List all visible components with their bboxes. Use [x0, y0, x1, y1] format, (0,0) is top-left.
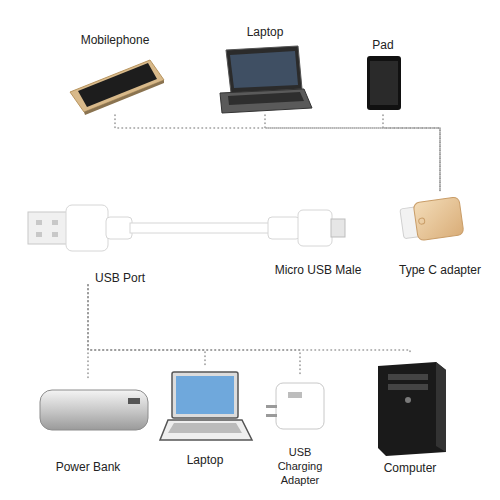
device-node: USB Charging Adapter: [262, 375, 338, 475]
usb-a-hole: [36, 220, 42, 225]
dotted-connector: [87, 285, 89, 378]
device-label: Computer: [365, 461, 455, 475]
device-node: Pad: [355, 30, 411, 115]
laptop-lid: [172, 372, 238, 418]
tower-bay: [388, 384, 428, 390]
device-label: Micro USB Male: [263, 263, 373, 277]
device-label: USB Port: [95, 271, 155, 285]
pad-screen: [370, 61, 398, 105]
charger-port: [288, 392, 302, 398]
tower-bay: [388, 374, 428, 380]
laptop-screen: [226, 46, 302, 93]
power-bank-illustration: [40, 390, 148, 430]
tower-button: [405, 397, 411, 403]
laptop-display: [230, 51, 298, 88]
laptop-illustration: [160, 372, 252, 440]
device-label: Laptop: [215, 25, 315, 39]
dotted-connector: [88, 285, 410, 355]
pad-body: [367, 56, 401, 110]
dotted-connector: [265, 115, 440, 192]
type-c-illustration: [399, 197, 464, 243]
laptop-illustration: [220, 46, 312, 113]
charger-body: [276, 383, 324, 429]
device-label: Laptop: [160, 453, 250, 467]
usb-a-metal: [28, 212, 68, 244]
dotted-connector: [88, 285, 205, 365]
device-label: Power Bank: [30, 460, 146, 474]
adapter-ring: [418, 218, 425, 225]
usb-a-hole: [36, 232, 42, 237]
pad-illustration: [367, 56, 401, 110]
device-label: USB Charging Adapter: [266, 445, 334, 487]
phone-edge: [84, 80, 164, 115]
dotted-connector: [88, 285, 300, 375]
device-node: Mobilephone: [65, 30, 165, 115]
device-node: Computer: [365, 355, 455, 475]
charger-illustration: [266, 383, 324, 429]
phone-illustration: [70, 60, 164, 115]
device-node: Micro USB Male: [263, 200, 373, 275]
usb-a-housing: [66, 205, 108, 251]
laptop-keys: [168, 423, 242, 433]
laptop-base: [160, 420, 252, 440]
tower-side: [436, 362, 446, 452]
device-label: Type C adapter: [395, 263, 485, 277]
device-label: Mobilephone: [65, 33, 165, 47]
power-bank-port: [128, 398, 140, 404]
strain-relief: [106, 217, 132, 239]
cable-wire: [130, 223, 270, 233]
device-node: Type C adapter: [395, 192, 485, 280]
device-node: Laptop: [215, 22, 315, 115]
device-node: USB Port: [25, 200, 151, 285]
device-label: Pad: [355, 38, 411, 52]
usb-a-hole: [52, 220, 58, 225]
cable-illustration: [28, 205, 345, 251]
strain-relief: [268, 217, 300, 239]
micro-usb-tip: [331, 219, 345, 237]
power-bank-body: [40, 390, 148, 430]
dotted-connector: [383, 115, 440, 192]
charger-prong: [266, 414, 277, 417]
dotted-connector: [115, 115, 440, 192]
device-node: Power Bank: [30, 378, 146, 475]
laptop-keyboard: [220, 89, 312, 113]
laptop-keys: [228, 92, 304, 105]
computer-illustration: [378, 362, 446, 456]
laptop-display: [176, 376, 234, 414]
adapter-body: [413, 197, 464, 241]
micro-usb-housing: [298, 210, 332, 246]
charger-prong: [266, 405, 277, 408]
tower-body: [378, 362, 446, 456]
device-node: Laptop: [160, 365, 250, 470]
usb-a-hole: [52, 232, 58, 237]
